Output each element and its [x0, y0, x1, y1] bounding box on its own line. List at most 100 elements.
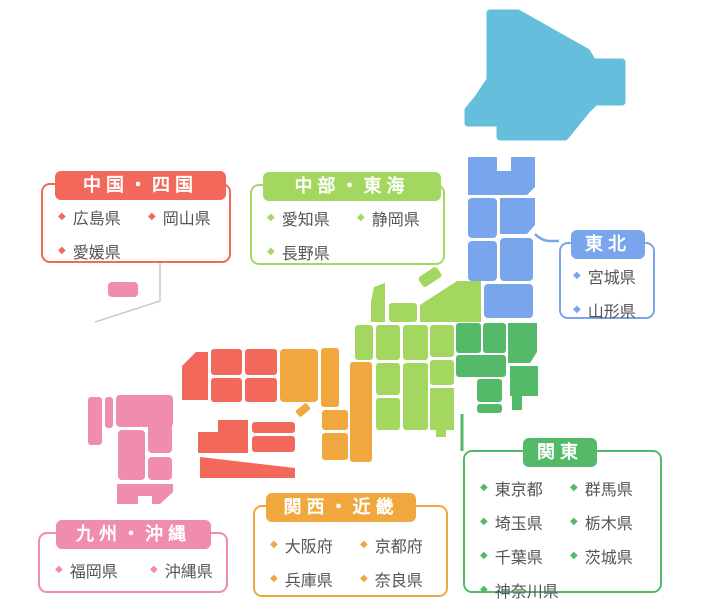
map-region-tohoku: [468, 157, 535, 318]
region-card-header: 中国・四国: [55, 171, 226, 200]
prefecture-name: 東京都: [494, 480, 543, 499]
map-block[interactable]: [500, 198, 535, 234]
diamond-bullet-icon: ◆: [360, 539, 368, 550]
map-block[interactable]: [430, 388, 454, 437]
prefecture-item: ◆ 福岡県: [55, 558, 150, 582]
map-block[interactable]: [211, 378, 242, 402]
map-block[interactable]: [468, 157, 535, 195]
map-block[interactable]: [500, 238, 533, 281]
region-title: 関東: [537, 442, 583, 463]
map-block-okinawa[interactable]: [108, 282, 138, 297]
map-block[interactable]: [468, 241, 497, 281]
prefecture-name: 沖縄県: [164, 562, 213, 581]
prefecture-name: 群馬県: [584, 480, 633, 499]
diamond-bullet-icon: ◆: [58, 211, 66, 222]
map-block[interactable]: [105, 397, 113, 428]
map-block[interactable]: [322, 433, 348, 460]
prefecture-item: ◆ 千葉県: [480, 544, 570, 568]
map-block[interactable]: [88, 397, 102, 445]
prefecture-name: 愛知県: [281, 210, 330, 229]
prefecture-name: 神奈川県: [494, 582, 559, 601]
map-block[interactable]: [295, 402, 311, 417]
map-block[interactable]: [280, 349, 318, 402]
map-block[interactable]: [389, 303, 417, 322]
map-block[interactable]: [322, 410, 348, 430]
map-block[interactable]: [252, 436, 295, 452]
map-block[interactable]: [468, 198, 497, 238]
okinawa-divider-line: [94, 262, 161, 323]
map-block[interactable]: [477, 404, 502, 413]
map-block[interactable]: [245, 378, 277, 402]
map-block[interactable]: [117, 484, 173, 504]
map-block[interactable]: [148, 417, 172, 453]
prefecture-list: ◆ 広島県 ◆ 岡山県 ◆ 愛媛県: [43, 185, 229, 263]
prefecture-name: 岡山県: [162, 209, 211, 228]
map-block[interactable]: [510, 366, 538, 410]
map-block[interactable]: [148, 457, 172, 480]
map-block[interactable]: [321, 348, 339, 407]
prefecture-item: ◆ 茨城県: [570, 544, 660, 568]
map-block[interactable]: [198, 420, 248, 453]
map-block[interactable]: [456, 323, 481, 353]
map-block[interactable]: [376, 325, 400, 360]
map-block[interactable]: [420, 281, 481, 322]
prefecture-item: ◆ 静岡県: [357, 206, 443, 230]
prefecture-list: ◆ 大阪府 ◆ 京都府 ◆ 兵庫県 ◆ 奈良県: [255, 507, 446, 591]
map-block[interactable]: [376, 363, 400, 395]
prefecture-name: 宮城県: [587, 268, 636, 287]
map-block[interactable]: [456, 355, 506, 377]
map-block[interactable]: [484, 284, 533, 318]
map-block[interactable]: [355, 325, 373, 360]
map-block[interactable]: [418, 266, 443, 288]
diamond-bullet-icon: ◆: [573, 304, 581, 315]
region-title: 関西・近畿: [283, 497, 399, 518]
map-block[interactable]: [350, 362, 372, 462]
prefecture-item: ◆ 群馬県: [570, 476, 660, 500]
region-title: 中部・東海: [294, 176, 410, 197]
map-block[interactable]: [182, 352, 208, 400]
prefecture-name: 京都府: [374, 537, 423, 556]
prefecture-item: ◆ 山形県: [573, 298, 653, 322]
map-region-hokkaido[interactable]: [464, 9, 626, 141]
map-block[interactable]: [430, 360, 454, 385]
map-block[interactable]: [483, 323, 506, 353]
map-block[interactable]: [245, 349, 277, 375]
map-block[interactable]: [430, 325, 454, 357]
prefecture-list: ◆ 東京都 ◆ 群馬県 ◆ 埼玉県 ◆ 栃木県 ◆ 千葉県 ◆ 茨城県 ◆ 神奈…: [465, 452, 660, 602]
prefecture-name: 兵庫県: [284, 571, 333, 590]
map-region-chubu-tokai: [355, 266, 481, 437]
map-block[interactable]: [508, 323, 537, 363]
leader-line-tohoku: [534, 233, 559, 243]
diamond-bullet-icon: ◆: [148, 211, 156, 222]
map-block[interactable]: [118, 430, 145, 480]
prefecture-name: 茨城県: [584, 548, 633, 567]
prefecture-list: ◆ 福岡県 ◆ 沖縄県: [40, 534, 226, 582]
prefecture-item: ◆ 奈良県: [360, 567, 446, 591]
diamond-bullet-icon: ◆: [150, 564, 158, 575]
region-card-chugoku-shikoku: 中国・四国 ◆ 広島県 ◆ 岡山県 ◆ 愛媛県: [41, 171, 231, 263]
region-title: 中国・四国: [83, 175, 198, 196]
map-block[interactable]: [371, 283, 385, 322]
map-block[interactable]: [376, 398, 400, 430]
diamond-bullet-icon: ◆: [480, 550, 488, 561]
map-block[interactable]: [403, 325, 428, 360]
map-block[interactable]: [252, 422, 295, 433]
region-card-header: 東北: [571, 230, 645, 259]
region-card-header: 関東: [523, 438, 597, 467]
map-block[interactable]: [403, 363, 428, 430]
prefecture-item: ◆ 沖縄県: [150, 558, 226, 582]
map-block[interactable]: [477, 379, 502, 402]
map-block[interactable]: [211, 349, 242, 375]
prefecture-name: 千葉県: [494, 548, 543, 567]
region-card-kanto: 関東 ◆ 東京都 ◆ 群馬県 ◆ 埼玉県 ◆ 栃木県 ◆ 千葉県 ◆ 茨城県 ◆…: [463, 438, 662, 601]
prefecture-name: 奈良県: [374, 571, 423, 590]
diamond-bullet-icon: ◆: [480, 482, 488, 493]
region-card-tohoku: 東北 ◆ 宮城県 ◆ 山形県: [559, 230, 655, 322]
prefecture-name: 大阪府: [284, 537, 333, 556]
prefecture-item: ◆ 愛媛県: [58, 239, 148, 263]
prefecture-name: 山形県: [587, 302, 636, 321]
map-block[interactable]: [200, 457, 295, 478]
diamond-bullet-icon: ◆: [570, 550, 578, 561]
